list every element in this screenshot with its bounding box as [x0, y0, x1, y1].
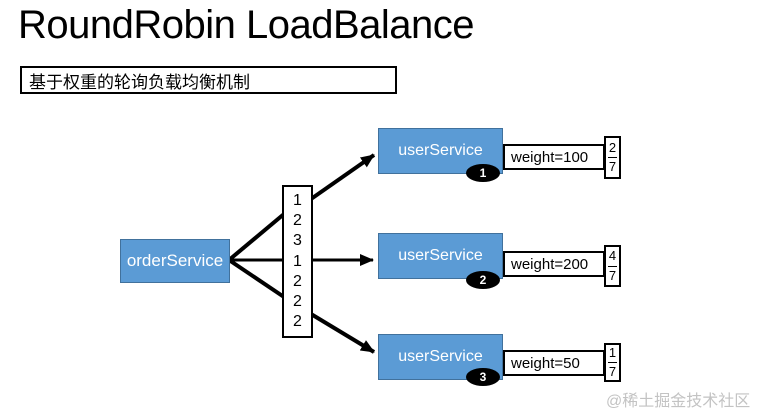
- fraction-denominator: 7: [608, 159, 617, 174]
- watermark-text: @稀土掘金技术社区: [606, 393, 751, 410]
- sequence-number: 2: [293, 272, 302, 290]
- weight-box-3: weight=50: [503, 350, 605, 376]
- order-service-node: orderService: [120, 239, 230, 283]
- page-title: RoundRobin LoadBalance: [18, 3, 475, 47]
- sequence-number: 2: [293, 292, 302, 310]
- fraction-bar: [608, 362, 617, 363]
- fraction-box-3: 1 7: [604, 343, 621, 382]
- node-badge-1: 1: [466, 164, 500, 182]
- weight-box-1: weight=100: [503, 144, 605, 170]
- user-service-label: userService: [398, 247, 483, 264]
- subtitle-text: 基于权重的轮询负载均衡机制: [29, 72, 250, 92]
- fraction-numerator: 1: [608, 344, 617, 360]
- fraction-numerator: 4: [608, 248, 617, 264]
- sequence-number: 1: [293, 192, 302, 210]
- sequence-number: 2: [293, 212, 302, 230]
- user-service-node-2: userService: [378, 233, 503, 279]
- round-robin-sequence-box: 1 2 3 1 2 2 2: [282, 185, 313, 338]
- sequence-number: 2: [293, 312, 302, 330]
- node-badge-3: 3: [466, 368, 500, 386]
- weight-label: weight=200: [511, 255, 589, 273]
- subtitle-box: 基于权重的轮询负载均衡机制: [20, 66, 397, 94]
- node-badge-2: 2: [466, 271, 500, 289]
- fraction-box-1: 2 7: [604, 136, 621, 179]
- fraction-numerator: 2: [608, 139, 617, 155]
- weight-box-2: weight=200: [503, 251, 605, 277]
- sequence-number: 3: [293, 232, 302, 250]
- fraction-denominator: 7: [608, 364, 617, 379]
- sequence-number: 1: [293, 252, 302, 270]
- user-service-label: userService: [398, 142, 483, 159]
- user-service-node-3: userService: [378, 334, 503, 380]
- order-service-label: orderService: [126, 251, 224, 270]
- fraction-bar: [608, 157, 617, 158]
- user-service-label: userService: [398, 348, 483, 365]
- fraction-box-2: 4 7: [604, 245, 621, 287]
- fraction-bar: [608, 265, 617, 267]
- weight-label: weight=50: [511, 354, 580, 372]
- fraction-denominator: 7: [608, 267, 617, 283]
- weight-label: weight=100: [511, 148, 589, 166]
